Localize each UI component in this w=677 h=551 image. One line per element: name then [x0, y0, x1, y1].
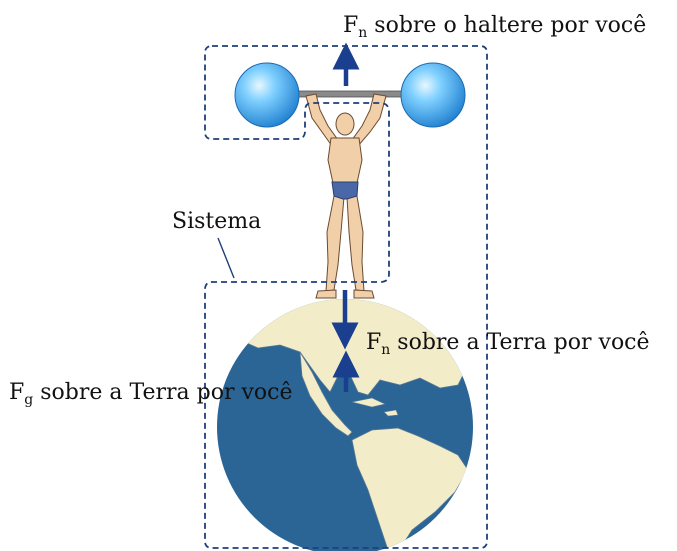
system-leader-line	[217, 237, 235, 279]
south-america-landmass	[351, 427, 469, 551]
label-force-earth-gravity: Fg sobre a Terra por você	[9, 380, 292, 408]
central-america-landmass	[299, 351, 353, 437]
label-force-earth-normal: Fn sobre a Terra por você	[366, 330, 650, 358]
system-boundary	[204, 45, 488, 549]
weightlifter-trunks	[331, 181, 359, 200]
label-system: Sistema	[172, 209, 261, 234]
caribbean-islands	[351, 397, 399, 417]
dumbbell-left-weight	[234, 62, 300, 128]
label-force-dumbbell: Fn sobre o haltere por você	[343, 13, 646, 41]
dumbbell-right-weight	[400, 62, 466, 128]
